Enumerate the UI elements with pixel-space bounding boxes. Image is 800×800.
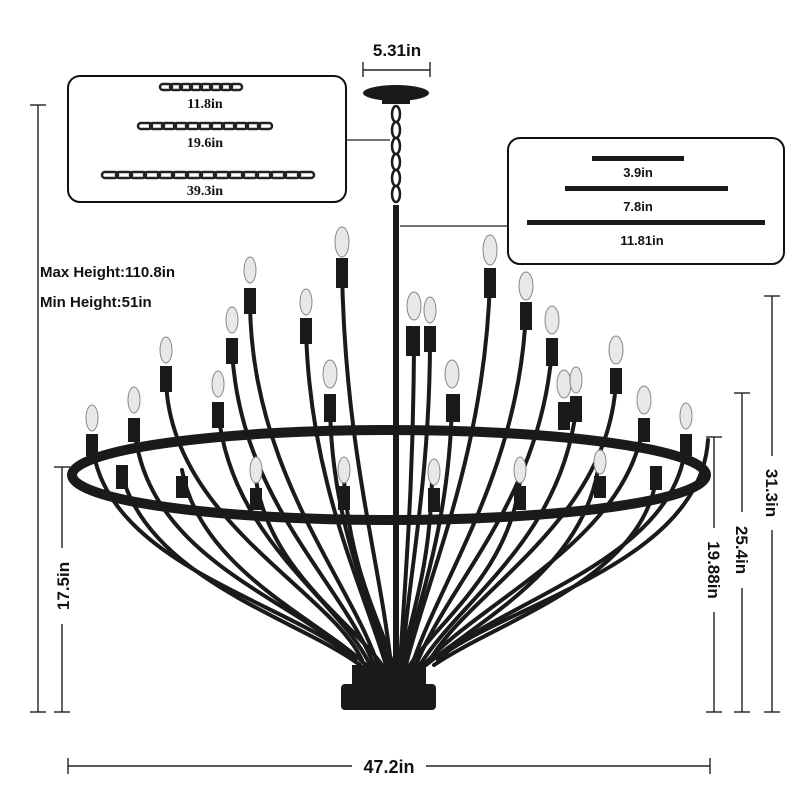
candle — [444, 359, 460, 422]
candle — [427, 458, 441, 512]
candle — [337, 456, 351, 510]
candle — [482, 234, 498, 298]
chain-39-3-icon — [100, 170, 316, 180]
candle — [679, 402, 693, 456]
candle — [127, 386, 141, 442]
height-31-3-label: 31.3in — [762, 469, 781, 517]
chain-option-2: 19.6in — [187, 136, 223, 151]
candle — [636, 385, 652, 442]
overall-height-guide — [30, 104, 46, 713]
rod-option-1: 3.9in — [623, 165, 653, 180]
canopy-width-label: 5.31in — [373, 41, 421, 60]
bottom-cap — [341, 684, 436, 710]
down-rod — [393, 205, 399, 685]
canopy — [363, 85, 429, 101]
rod-options-box: 3.9in 7.8in 11.81in — [400, 137, 785, 265]
candle — [406, 291, 422, 356]
candle — [176, 476, 188, 498]
chain-option-1: 11.8in — [187, 97, 223, 112]
candle — [608, 335, 624, 394]
chain-options-box: 11.8in 19.6in 39.3in — [67, 75, 390, 203]
chain-19-6-icon — [136, 121, 274, 131]
candle — [299, 288, 313, 344]
candle — [569, 366, 583, 422]
candle — [513, 456, 527, 510]
rod-11-81-icon — [527, 220, 765, 225]
candle — [211, 370, 225, 428]
candle — [116, 465, 128, 489]
rod-option-3: 11.81in — [620, 233, 663, 248]
candle — [518, 271, 534, 330]
candles — [85, 226, 693, 512]
candle — [85, 404, 99, 456]
arms — [90, 268, 710, 667]
rod-3-9-icon — [592, 156, 684, 161]
overall-width-label: 47.2in — [363, 757, 414, 777]
rod-option-2: 7.8in — [623, 199, 653, 214]
candle — [159, 336, 173, 392]
canopy-width-guide — [362, 62, 431, 77]
candle — [423, 296, 437, 352]
candle — [593, 449, 607, 498]
main-ring — [67, 425, 711, 525]
candle — [225, 306, 239, 364]
candle — [249, 456, 263, 510]
height-17-5-label: 17.5in — [54, 562, 73, 610]
height-25-4-label: 25.4in — [732, 526, 751, 574]
chandelier-illustration — [67, 85, 711, 710]
chain-option-3: 39.3in — [187, 184, 223, 199]
candle — [556, 369, 572, 430]
candle — [243, 256, 257, 314]
chain-11-8-icon — [158, 82, 244, 92]
height-19-88-label: 19.88in — [704, 541, 723, 599]
candle — [334, 226, 350, 288]
candle — [650, 466, 662, 490]
rod-7-8-icon — [565, 186, 728, 191]
candle — [322, 359, 338, 422]
max-height-label: Max Height:110.8in — [40, 264, 175, 281]
min-height-label: Min Height:51in — [40, 294, 152, 311]
chain — [390, 104, 402, 204]
candle — [544, 305, 560, 366]
